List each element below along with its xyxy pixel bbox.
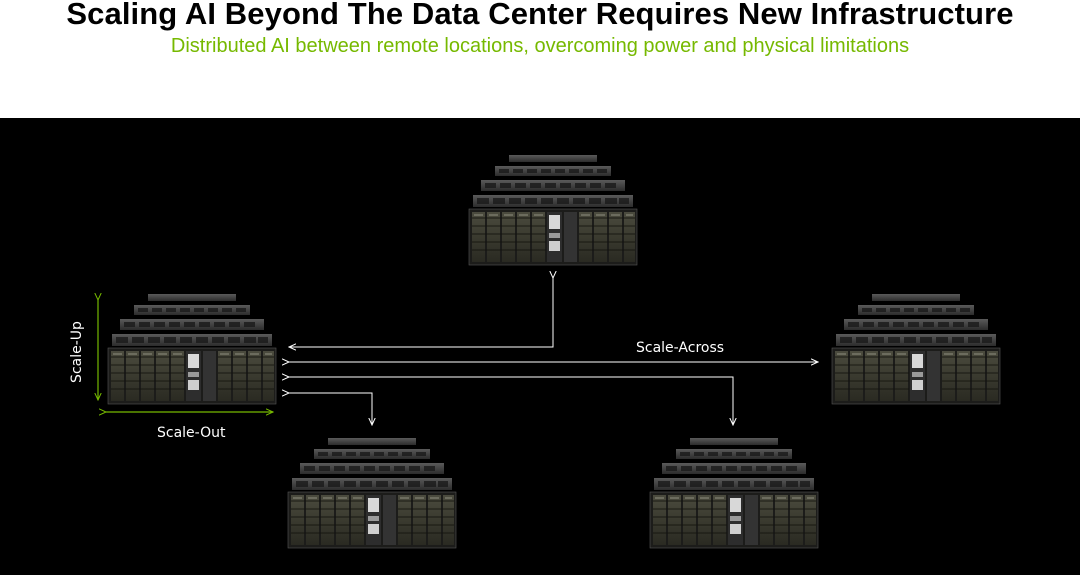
scale-up-label: Scale-Up <box>69 321 85 383</box>
cluster-top <box>468 154 638 266</box>
cluster-bottom-right <box>649 437 819 549</box>
link-to-bottom-left-cluster <box>289 393 372 425</box>
page-title: Scaling AI Beyond The Data Center Requir… <box>66 0 1014 31</box>
cluster-bottom-left <box>287 437 457 549</box>
scale-across-label: Scale-Across <box>636 340 725 356</box>
link-to-top-cluster <box>289 278 553 347</box>
scale-out-label: Scale-Out <box>157 425 226 441</box>
link-to-bottom-right-cluster <box>289 377 733 425</box>
page-subtitle: Distributed AI between remote locations,… <box>170 35 910 57</box>
cluster-main <box>107 293 277 405</box>
diagram-svg <box>0 154 1001 549</box>
diagram-canvas: Scale-Across Scale-Out Scale-Up <box>0 118 1080 575</box>
cluster-right <box>831 293 1001 405</box>
